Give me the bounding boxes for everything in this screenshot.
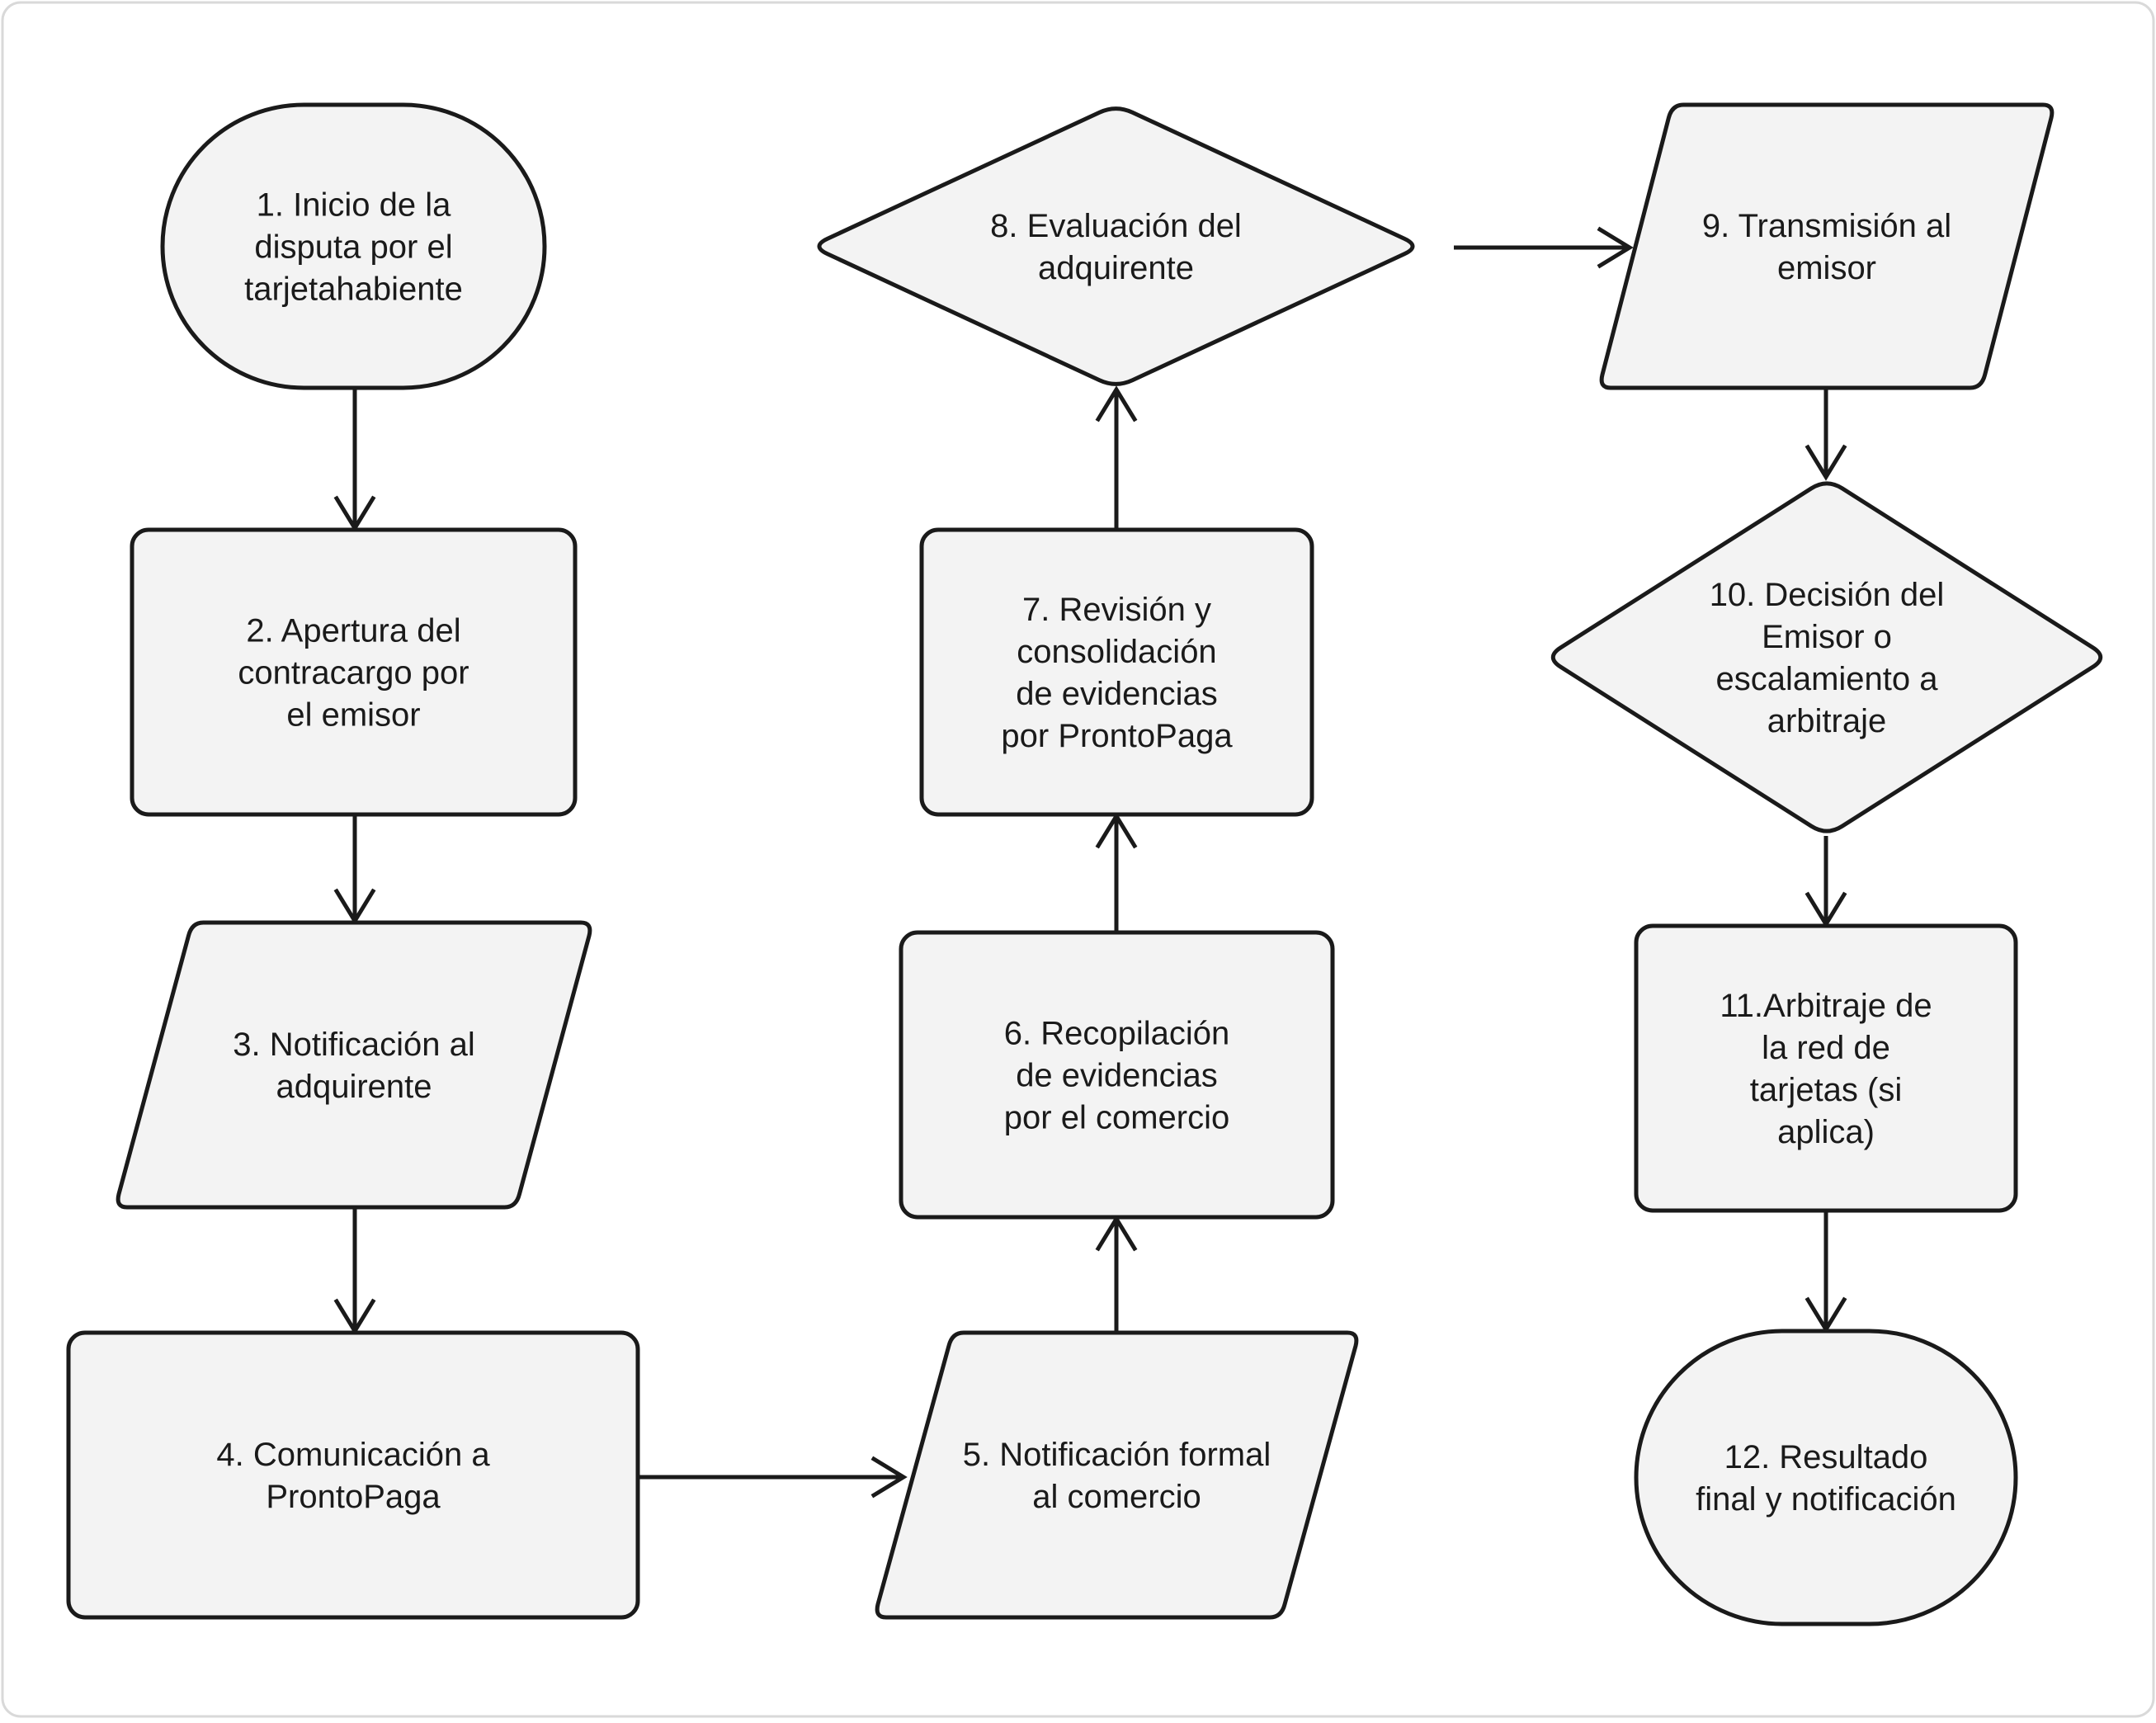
terminal-shape <box>160 102 547 390</box>
edge-n8-to-n9 <box>1454 226 1634 269</box>
process-shape <box>919 527 1314 817</box>
node-label-line: disputa por el <box>254 229 452 266</box>
node-n5: 5. Notificación formal al comercio <box>875 1330 1359 1620</box>
arrowhead <box>1095 385 1138 422</box>
io-shape <box>116 920 592 1210</box>
node-label-line: aplica) <box>1777 1114 1875 1150</box>
decision-shape <box>1550 481 2103 833</box>
process-shape <box>899 930 1335 1220</box>
edge-n7-to-n8 <box>1095 385 1138 530</box>
node-label-line: al comercio <box>1032 1479 1201 1515</box>
io-shape <box>875 1330 1359 1620</box>
nodes-layer: 1. Inicio de la disputa por el tarjetahabi… <box>66 102 2103 1626</box>
node-n3: 3. Notificación al adquirente <box>116 920 592 1210</box>
node-label-line: contracargo por <box>238 655 469 692</box>
node-n7: 7. Revisión y consolidación de evidencias p… <box>919 527 1314 817</box>
node-label-line: 5. Notificación formal <box>963 1437 1271 1473</box>
process-shape <box>130 527 578 817</box>
node-label-line: final y notificación <box>1696 1481 1956 1518</box>
node-label-line: el emisor <box>286 697 420 734</box>
node-label-line: por ProntoPaga <box>1001 718 1233 754</box>
process-shape <box>66 1330 640 1620</box>
node-label-line: 8. Evaluación del <box>990 208 1242 244</box>
node-n4: 4. Comunicación a ProntoPaga <box>66 1330 640 1620</box>
node-n1: 1. Inicio de la disputa por el tarjetahabi… <box>160 102 547 390</box>
node-label-line: consolidación <box>1017 634 1216 670</box>
edge-n4-to-n5 <box>638 1456 908 1499</box>
process-shape <box>1634 923 2018 1213</box>
node-label-line: escalamiento a <box>1715 661 1938 697</box>
arrowhead <box>1805 444 1847 481</box>
node-label-line: de evidencias <box>1016 676 1218 712</box>
node-label-line: 9. Transmisión al <box>1702 208 1951 244</box>
node-label-line: de evidencias <box>1016 1058 1218 1094</box>
edge-n9-to-n10 <box>1805 388 1847 481</box>
node-label-line: 7. Revisión y <box>1022 592 1211 628</box>
node-label-line: tarjetas (si <box>1750 1072 1903 1108</box>
node-label-line: tarjetahabiente <box>244 271 463 308</box>
terminal-shape <box>1634 1329 2018 1626</box>
node-label-line: 3. Notificación al <box>233 1027 474 1063</box>
io-shape <box>1599 102 2055 390</box>
node-label-line: emisor <box>1777 250 1876 286</box>
node-label-line: Emisor o <box>1762 619 1892 655</box>
arrowhead <box>1597 226 1634 269</box>
node-n9: 9. Transmisión al emisor <box>1599 102 2055 390</box>
node-label-line: 4. Comunicación a <box>216 1437 490 1473</box>
node-label-line: 10. Decisión del <box>1710 577 1945 613</box>
node-label-line: la red de <box>1762 1030 1890 1066</box>
decision-shape <box>817 106 1415 386</box>
node-n11: 11.Arbitraje de la red de tarjetas (si apli… <box>1634 923 2018 1213</box>
node-label-line: por el comercio <box>1004 1100 1229 1136</box>
node-label-line: arbitraje <box>1767 703 1887 739</box>
node-label-line: 11.Arbitraje de <box>1720 988 1932 1024</box>
node-label-line: ProntoPaga <box>266 1479 441 1515</box>
node-n6: 6. Recopilación de evidencias por el comer… <box>899 930 1335 1220</box>
node-label-line: 6. Recopilación <box>1004 1016 1230 1052</box>
node-label-line: adquirente <box>276 1069 432 1105</box>
node-n2: 2. Apertura del contracargo por el emisor <box>130 527 578 817</box>
node-label-line: 2. Apertura del <box>246 613 460 649</box>
node-label-line: 1. Inicio de la <box>257 187 451 224</box>
node-label-line: adquirente <box>1038 250 1194 286</box>
node-label-line: 12. Resultado <box>1724 1439 1928 1475</box>
node-n12: 12. Resultado final y notificación <box>1634 1329 2018 1626</box>
arrowhead <box>870 1456 908 1499</box>
node-n8: 8. Evaluación del adquirente <box>817 106 1415 386</box>
